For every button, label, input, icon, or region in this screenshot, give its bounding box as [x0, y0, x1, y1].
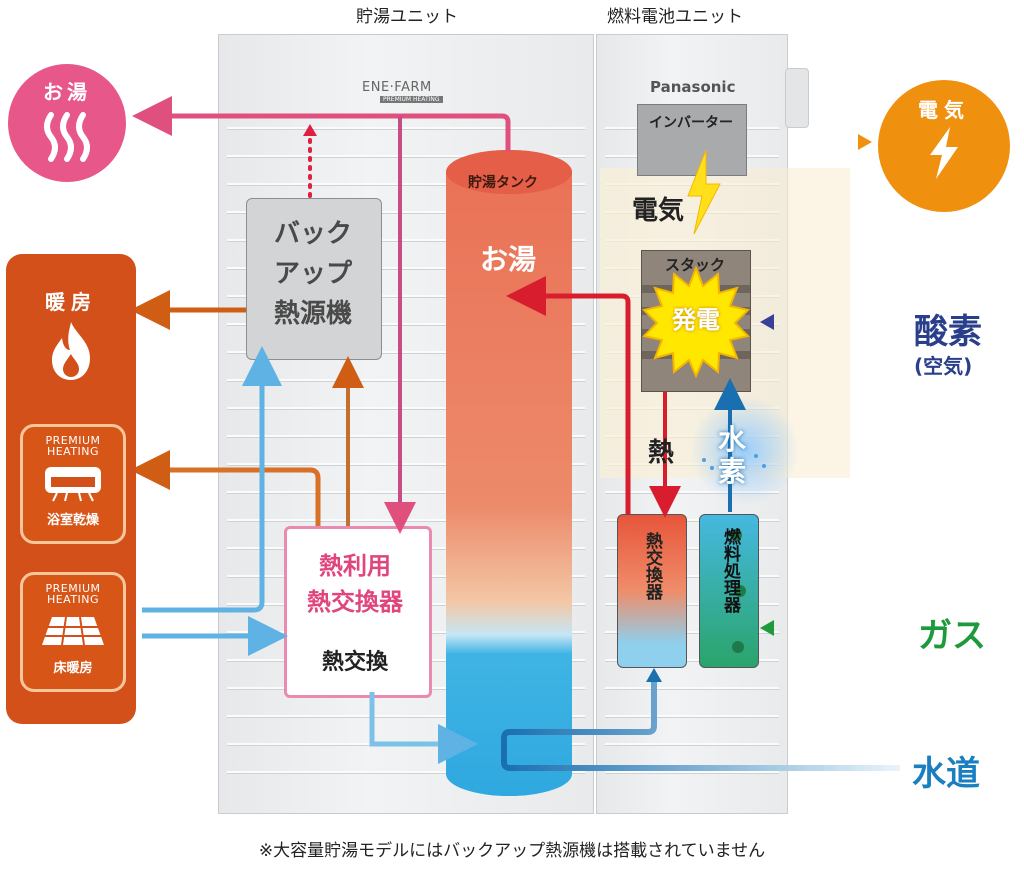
electricity-inner-label: 電気	[632, 196, 685, 226]
electricity-output: 電気	[878, 80, 1010, 212]
panasonic-logo: Panasonic	[650, 78, 736, 96]
tank-hot-water-label: お湯	[480, 243, 537, 276]
fc-heat-exchanger-label: 熱交換器	[642, 532, 662, 600]
power-generation-label: 発電	[672, 306, 720, 334]
cabinet-slat	[227, 183, 585, 186]
heat-label: 熱	[648, 438, 675, 468]
fuel-processor-label: 燃料処理器	[720, 528, 740, 613]
floor-heating-badge-2: HEATING	[46, 593, 100, 606]
inverter-label: インバーター	[649, 115, 733, 131]
electricity-output-label: 電気	[918, 98, 970, 122]
bathroom-dryer-card: PREMIUM HEATING 浴室乾燥	[20, 424, 126, 544]
cabinet-slat	[605, 575, 779, 578]
enefarm-logo-text: ENE·FARM	[362, 80, 432, 95]
floor-heating-icon	[42, 616, 104, 646]
cabinet-slat	[227, 351, 585, 354]
heat-use-exchanger-label: 熱利用 熱交換器	[284, 548, 426, 620]
cabinet-slat	[227, 295, 585, 298]
hydrogen-glow	[690, 395, 800, 505]
cabinet-slat	[605, 603, 779, 606]
cabinet-slat	[227, 239, 585, 242]
cabinet-slat	[227, 323, 585, 326]
enefarm-sublogo: PREMIUM HEATING	[380, 96, 443, 103]
heat-use-line-2: 熱交換器	[307, 588, 403, 616]
backup-line-2: アップ	[273, 259, 352, 289]
floor-heating-card: PREMIUM HEATING 床暖房	[20, 572, 126, 692]
cabinet-slat	[605, 547, 779, 550]
cabinet-slat	[605, 771, 779, 774]
fuel-processor-box	[699, 514, 759, 668]
steam-icon	[44, 112, 90, 162]
fc-heat-exchanger-box	[617, 514, 687, 668]
tank-label: 貯湯タンク	[468, 175, 538, 191]
cabinet-slat	[605, 491, 779, 494]
flame-icon	[52, 322, 90, 380]
water-supply-label: 水道	[912, 754, 980, 794]
heat-use-exchanger-box	[284, 526, 432, 698]
power-generation-burst	[642, 266, 750, 378]
cabinet-slat	[605, 519, 779, 522]
side-vent	[785, 68, 809, 128]
bathroom-dryer-badge-1: PREMIUM	[45, 434, 101, 447]
hydrogen-line-1: 水	[717, 423, 746, 456]
heat-use-line-1: 熱利用	[319, 552, 391, 580]
dryer-icon	[45, 467, 101, 502]
cabinet-slat	[605, 715, 779, 718]
hydrogen-label: 水 素	[712, 424, 752, 488]
gas-label: ガス	[918, 616, 986, 656]
backup-line-1: バック	[273, 219, 352, 249]
cabinet-slat	[227, 407, 585, 410]
heat-exchange-label: 熱交換	[321, 650, 388, 675]
cabinet-slat	[605, 631, 779, 634]
hot-water-tank	[446, 150, 572, 796]
air-label: (空気)	[914, 354, 973, 378]
cabinet-slat	[227, 267, 585, 270]
lightning-icon	[930, 127, 958, 179]
floor-heating-label: 床暖房	[53, 661, 93, 676]
cabinet-slat	[605, 659, 779, 662]
fuel-cell-unit-header: 燃料電池ユニット	[607, 7, 743, 27]
cabinet-slat	[227, 435, 585, 438]
hot-water-output: お湯	[8, 64, 126, 182]
cabinet-slat	[227, 127, 585, 130]
stack-label: スタック	[664, 256, 725, 274]
footnote: ※大容量貯湯モデルにはバックアップ熱源機は搭載されていません	[258, 841, 766, 861]
hydrogen-line-2: 素	[717, 455, 746, 488]
cabinet-slat	[227, 771, 585, 774]
backup-line-3: 熱源機	[273, 299, 352, 329]
cabinet-slat	[227, 715, 585, 718]
inverter-box	[637, 104, 747, 176]
oxygen-label: 酸素	[914, 312, 982, 352]
cabinet-slat	[227, 379, 585, 382]
bathroom-dryer-label: 浴室乾燥	[46, 513, 99, 528]
backup-heat-source-label: バック アップ 熱源機	[246, 214, 380, 334]
enefarm-logo: ENE·FARM	[362, 80, 432, 95]
bathroom-dryer-badge-2: HEATING	[46, 445, 100, 458]
backup-heat-source-box	[246, 198, 382, 360]
cabinet-slat	[227, 463, 585, 466]
floor-heating-badge-1: PREMIUM	[45, 582, 101, 595]
cabinet-slat	[227, 155, 585, 158]
cabinet-slat	[605, 687, 779, 690]
cabinet-slat	[227, 491, 585, 494]
cabinet-slat	[227, 211, 585, 214]
hot-water-output-label: お湯	[43, 80, 91, 104]
cabinet-slat	[605, 743, 779, 746]
storage-unit-header: 貯湯ユニット	[356, 7, 458, 27]
heating-label: 暖房	[45, 290, 97, 314]
tank-top	[446, 150, 572, 194]
